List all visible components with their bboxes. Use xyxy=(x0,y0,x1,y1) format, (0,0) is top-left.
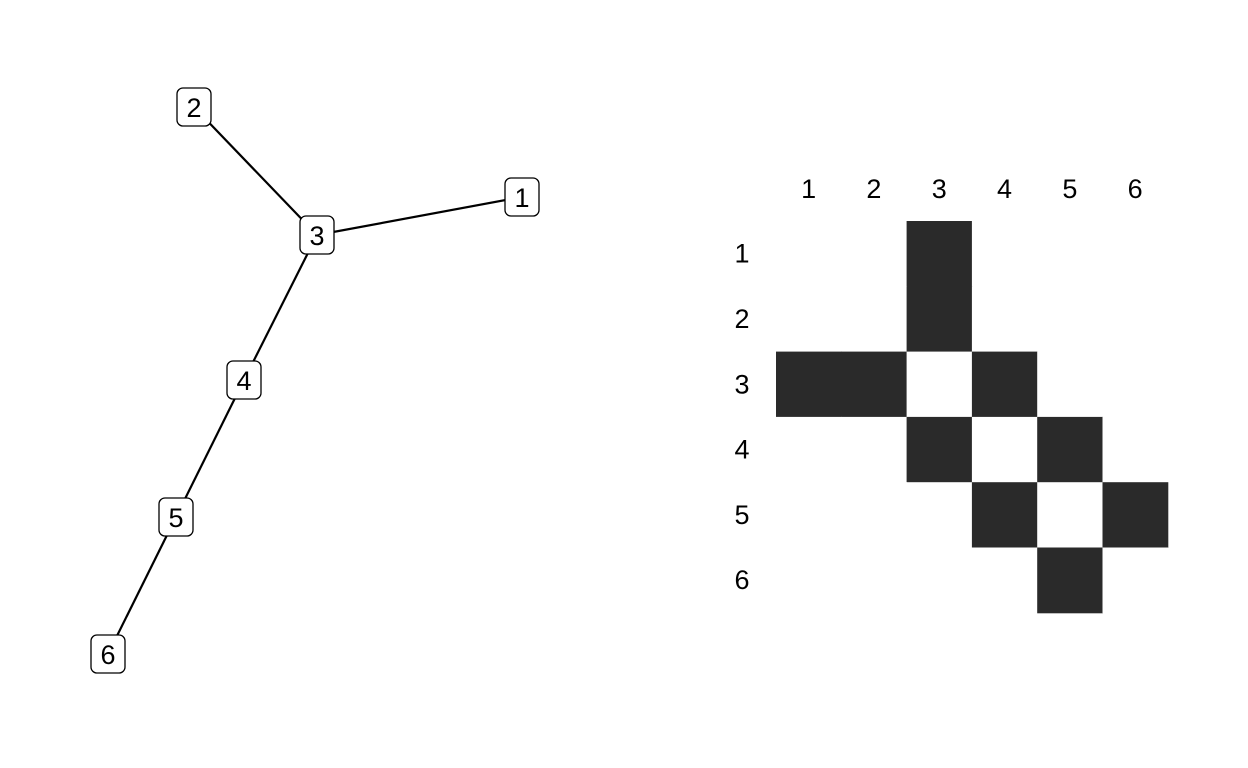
matrix-cell-2-2 xyxy=(841,286,908,353)
graph-edge-3-4 xyxy=(243,234,318,381)
matrix-cell-1-3 xyxy=(906,221,973,287)
matrix-cell-2-1 xyxy=(776,286,842,353)
graph-node-box xyxy=(504,177,540,217)
matrix-row-label: 3 xyxy=(734,369,749,399)
graph-node-2: 2 xyxy=(176,87,212,127)
matrix-cell-1-5 xyxy=(1037,221,1103,287)
graph-node-box xyxy=(90,634,126,674)
graph-node-5: 5 xyxy=(158,497,194,537)
matrix-cell-4-6 xyxy=(1102,416,1169,483)
matrix-cell-4-5 xyxy=(1037,416,1103,483)
graph-node-label: 5 xyxy=(168,503,183,533)
matrix-cell-4-2 xyxy=(841,416,908,483)
matrix-cell-6-2 xyxy=(841,547,908,614)
matrix-cell-2-4 xyxy=(971,286,1038,353)
matrix-cell-5-2 xyxy=(841,482,908,548)
matrix-cell-6-1 xyxy=(776,547,842,614)
matrix-cell-3-6 xyxy=(1102,351,1169,418)
matrix-column-labels: 1 2 3 4 5 6 xyxy=(801,174,1143,204)
matrix-cell-3-5 xyxy=(1037,351,1103,418)
matrix-cell-6-5 xyxy=(1037,547,1103,614)
matrix-cell-4-1 xyxy=(776,416,842,483)
matrix-row-label: 2 xyxy=(734,304,749,334)
graph-node-1: 1 xyxy=(504,177,540,217)
matrix-cell-1-4 xyxy=(971,221,1038,287)
graph-node-4: 4 xyxy=(226,360,262,400)
matrix-column-label: 4 xyxy=(997,174,1012,204)
matrix-cell-5-3 xyxy=(906,482,973,548)
matrix-column-label: 1 xyxy=(801,174,816,204)
graph-node-3: 3 xyxy=(299,215,335,255)
matrix-cell-1-1 xyxy=(776,221,842,287)
graph-nodes: 1 2 3 4 5 6 xyxy=(90,87,540,674)
matrix-cell-3-1 xyxy=(776,351,842,418)
graph-node-label: 4 xyxy=(236,366,251,396)
matrix-cell-6-3 xyxy=(906,547,973,614)
graph-edge-4-5 xyxy=(175,379,245,518)
matrix-row-label: 5 xyxy=(734,500,749,530)
matrix-cell-5-6 xyxy=(1102,482,1169,548)
graph-edge-2-3 xyxy=(193,106,318,236)
matrix-column-label: 5 xyxy=(1062,174,1077,204)
matrix-cell-6-4 xyxy=(971,547,1038,614)
matrix-cell-1-2 xyxy=(841,221,908,287)
matrix-column-label: 6 xyxy=(1128,174,1143,204)
matrix-row-label: 6 xyxy=(734,565,749,595)
graph-node-box xyxy=(176,87,212,127)
matrix-column-label: 3 xyxy=(932,174,947,204)
adjacency-matrix xyxy=(776,221,1169,614)
matrix-cell-3-2 xyxy=(841,351,908,418)
matrix-cell-3-3 xyxy=(906,351,973,418)
matrix-column-label: 2 xyxy=(866,174,881,204)
matrix-row-label: 1 xyxy=(734,239,749,269)
graph-node-label: 2 xyxy=(186,93,201,123)
matrix-cell-5-5 xyxy=(1037,482,1103,548)
matrix-cell-1-6 xyxy=(1102,221,1169,287)
matrix-cell-3-4 xyxy=(971,351,1038,418)
graph-node-label: 1 xyxy=(514,183,529,213)
graph-node-label: 3 xyxy=(309,221,324,251)
graph-edge-3-1 xyxy=(316,195,523,237)
graph-node-box xyxy=(226,360,262,400)
matrix-cell-2-5 xyxy=(1037,286,1103,353)
matrix-cell-2-3 xyxy=(906,286,973,353)
matrix-row-labels: 1 2 3 4 5 6 xyxy=(734,239,749,596)
matrix-cell-4-3 xyxy=(906,416,973,483)
matrix-cell-2-6 xyxy=(1102,286,1169,353)
matrix-cell-6-6 xyxy=(1102,547,1169,614)
matrix-cell-5-1 xyxy=(776,482,842,548)
graph-edge-5-6 xyxy=(107,516,177,655)
matrix-cell-4-4 xyxy=(971,416,1038,483)
graph-node-box xyxy=(158,497,194,537)
matrix-row-label: 4 xyxy=(734,435,749,465)
graph-node-box xyxy=(299,215,335,255)
graph-node-6: 6 xyxy=(90,634,126,674)
matrix-cell-5-4 xyxy=(971,482,1038,548)
graph-node-label: 6 xyxy=(100,640,115,670)
graph-edges xyxy=(107,106,523,655)
